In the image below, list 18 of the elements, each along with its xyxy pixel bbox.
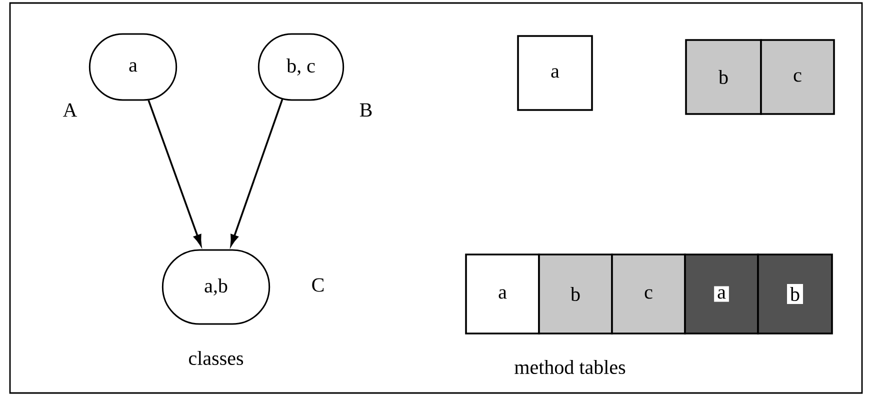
- table-cell: c: [760, 39, 835, 115]
- class-node: a: [88, 33, 178, 101]
- class-name: B: [360, 103, 372, 117]
- class-node: a,b: [162, 249, 270, 325]
- class-node: b, c: [258, 33, 344, 101]
- table-cell: c: [611, 254, 686, 334]
- arrow: [148, 100, 202, 246]
- table-cell: b: [538, 254, 613, 334]
- table-cell: b: [757, 254, 833, 334]
- arrow: [230, 99, 284, 246]
- table-cell: a: [684, 254, 759, 334]
- caption: classes: [189, 350, 244, 366]
- table-cell: a: [465, 254, 540, 334]
- class-name: C: [312, 278, 324, 292]
- caption: method tables: [514, 360, 626, 374]
- class-name: A: [62, 103, 78, 117]
- table-cell: b: [685, 39, 762, 115]
- table-cell: a: [517, 35, 593, 111]
